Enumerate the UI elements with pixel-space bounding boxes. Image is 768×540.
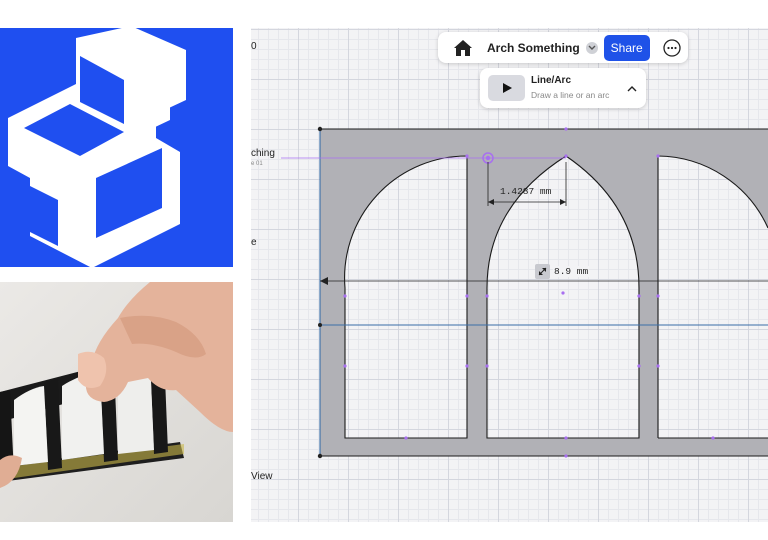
home-icon[interactable] bbox=[452, 37, 474, 59]
dimension-radius[interactable]: 8.9 mm bbox=[553, 266, 590, 277]
document-title[interactable]: Arch Something bbox=[487, 40, 580, 55]
sidebar-fragment-1[interactable]: 0 bbox=[251, 41, 257, 52]
sidebar-fragment-sketching-sub: e 01 bbox=[251, 161, 263, 167]
share-button[interactable]: Share bbox=[603, 34, 650, 61]
sidebar-fragment-sketching[interactable]: ching bbox=[251, 148, 275, 159]
sidebar-fragment-view[interactable]: View bbox=[251, 471, 273, 482]
dimension-arc-width[interactable]: 1.4287 mm bbox=[500, 186, 552, 197]
play-icon[interactable] bbox=[488, 75, 525, 101]
cad-app-window: 0 ching e 01 e View bbox=[251, 28, 768, 522]
sketch-canvas[interactable] bbox=[251, 28, 768, 522]
chair-logo bbox=[0, 28, 233, 267]
printed-arch-photo bbox=[0, 282, 233, 522]
logo-image bbox=[0, 28, 233, 267]
chevron-up-icon[interactable] bbox=[627, 80, 637, 98]
more-options-icon[interactable] bbox=[663, 38, 681, 57]
chevron-down-icon[interactable] bbox=[585, 41, 598, 54]
line-arc-tool-card[interactable]: Line/Arc Draw a line or an arc bbox=[480, 68, 646, 108]
hand-holding-model bbox=[0, 282, 233, 522]
document-toolbar: Arch Something Share bbox=[438, 32, 688, 63]
sidebar-fragment-3[interactable]: e bbox=[251, 237, 257, 248]
tool-name: Line/Arc bbox=[531, 75, 572, 86]
tool-description: Draw a line or an arc bbox=[531, 90, 610, 100]
diagonal-arrow-icon bbox=[535, 264, 550, 279]
